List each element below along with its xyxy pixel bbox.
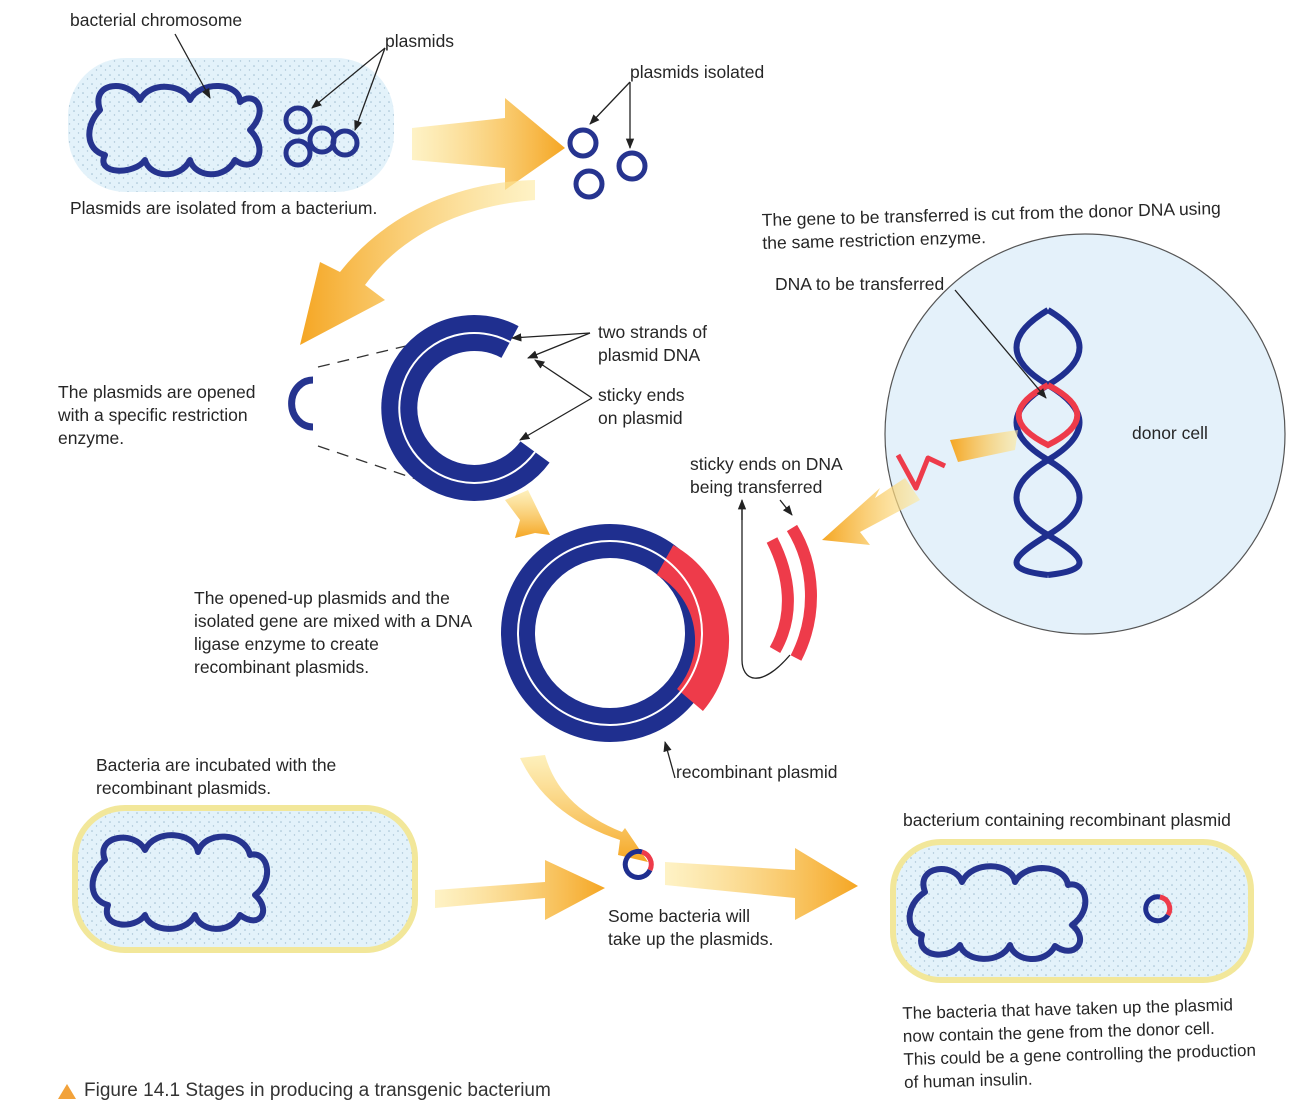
pointer-line: [741, 505, 791, 679]
dna-strand: [1013, 307, 1083, 578]
pointer-line: [527, 332, 591, 359]
label-incubated: Bacteria are incubated with the recombin…: [96, 755, 337, 798]
bacterial-chromosome: [86, 83, 263, 178]
pointer-line: [174, 33, 211, 99]
donor-cell: [884, 233, 1286, 635]
gene-strand: [786, 524, 817, 661]
host-bacterium: [72, 805, 418, 953]
pointer-line: [663, 740, 676, 779]
source-bacterium: [68, 33, 394, 192]
label-result: The bacteria that have taken up the plas…: [902, 995, 1257, 1092]
label-recombinant-plasmid: recombinant plasmid: [676, 762, 838, 782]
bacterium-body: [890, 839, 1254, 983]
plasmid-red: [641, 849, 654, 872]
label-step-isolate: Plasmids are isolated from a bacterium.: [70, 198, 378, 218]
inserted-gene: [656, 545, 729, 712]
strand-gap: [517, 540, 703, 726]
pointer-line: [779, 499, 793, 516]
strand-gap: [398, 331, 536, 484]
plasmid: [283, 105, 313, 135]
figure-caption: Figure 14.1 Stages in producing a transg…: [58, 1080, 551, 1102]
bacterial-chromosome: [89, 832, 271, 932]
arrow-transform: [665, 848, 858, 920]
label-sticky-dna: sticky ends on DNA being transferred: [690, 454, 843, 497]
single-plasmid: [622, 848, 654, 880]
plasmid-red: [1159, 894, 1173, 917]
caption-triangle-icon: [58, 1083, 76, 1099]
label-opened: The plasmids are opened with a specific …: [58, 382, 256, 448]
pointer-line: [589, 81, 631, 125]
bacterium-body: [72, 805, 418, 953]
gene-fragment: [737, 498, 817, 679]
plasmid: [283, 138, 313, 168]
label-bacterium-containing: bacterium containing recombinant plasmid: [903, 810, 1231, 830]
label-take-up: Some bacteria will take up the plasmids.: [608, 906, 774, 949]
label-bacterial-chromosome: bacterial chromosome: [70, 10, 243, 30]
label-dna-transferred: DNA to be transferred: [775, 274, 945, 294]
pointer-line: [534, 359, 593, 399]
isolated-plasmids: [567, 81, 648, 200]
pointer-line: [354, 47, 386, 131]
plasmid: [616, 150, 648, 182]
opened-plasmid-large: [381, 314, 593, 501]
plasmid: [567, 127, 599, 159]
arrow-incubate: [435, 860, 605, 920]
gene-strand: [766, 537, 794, 653]
zoom-line: [317, 344, 411, 368]
caption-text: Figure 14.1 Stages in producing a transg…: [84, 1080, 551, 1101]
arrow-isolate: [412, 98, 565, 190]
label-mixed: The opened-up plasmids and the isolated …: [194, 588, 473, 677]
recombinant-plasmid: [501, 524, 729, 779]
gene-segment: [1015, 382, 1081, 449]
pointer-line: [954, 289, 1047, 399]
transformed-bacterium: [890, 839, 1254, 983]
small-opened-plasmid: [288, 376, 314, 431]
arrow-recombinant-down: [520, 755, 648, 862]
arrow-gene-out: [822, 478, 920, 545]
arrow-to-cut: [300, 180, 535, 345]
label-two-strands: two strands of plasmid DNA: [598, 322, 707, 365]
label-sticky-plasmid: sticky ends on plasmid: [598, 385, 685, 428]
pointer-line: [510, 332, 591, 342]
label-plasmids: plasmids: [385, 31, 455, 51]
plasmid: [573, 168, 605, 200]
label-donor-cell: donor cell: [1132, 423, 1208, 443]
arrow-to-mix: [505, 490, 550, 538]
pointer-line: [519, 397, 593, 441]
plasmid-blue: [1143, 894, 1171, 924]
cut-gene: [895, 453, 947, 491]
pointer-line: [311, 47, 386, 109]
plasmid-blue: [622, 848, 653, 880]
plasmid: [330, 128, 360, 158]
arrow-cut-gene: [950, 430, 1018, 462]
label-plasmids-isolated: plasmids isolated: [630, 62, 765, 82]
bacterial-chromosome: [906, 863, 1089, 962]
donor-cell-body: [884, 233, 1286, 635]
